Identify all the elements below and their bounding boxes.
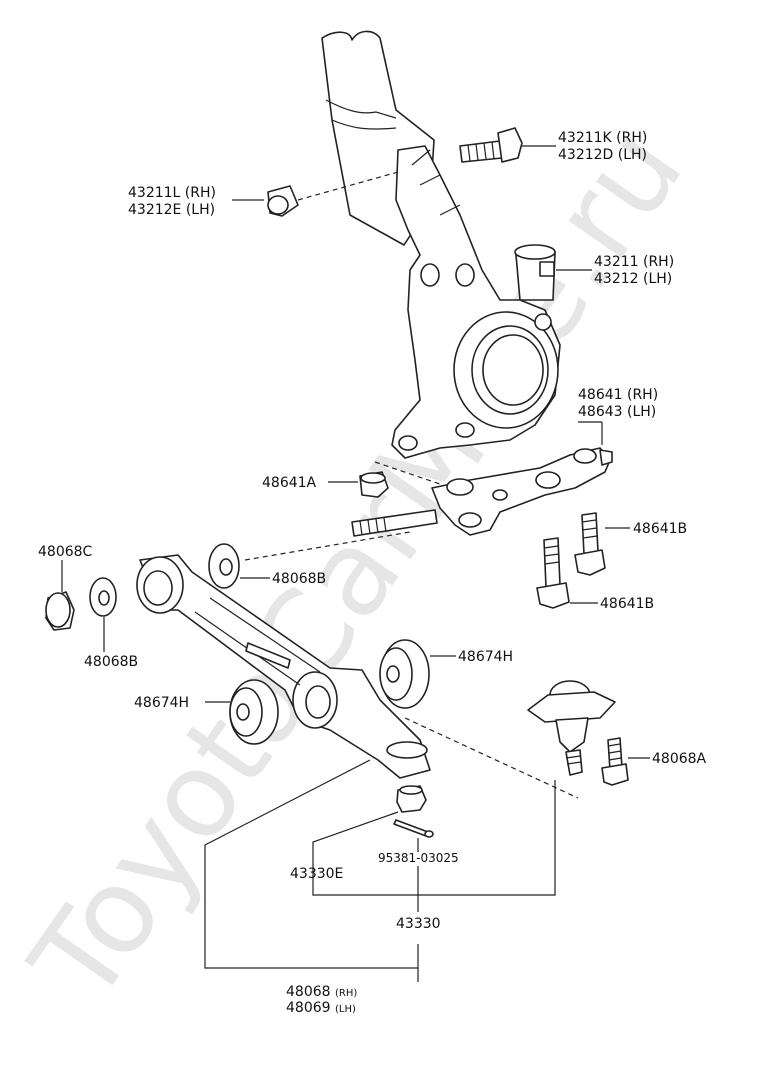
label-48641B-2: 48641B <box>600 596 654 612</box>
cotter-pin <box>393 819 434 838</box>
label-48641: 48641 (RH) <box>578 387 658 403</box>
castle-nut <box>396 785 427 813</box>
steering-knuckle <box>391 145 561 459</box>
ball-joint-bracket <box>431 447 613 536</box>
label-48069-lh: (LH) <box>335 1004 356 1015</box>
washer-48068B-lower <box>89 577 117 617</box>
lower-control-arm <box>136 554 431 779</box>
label-48641A: 48641A <box>262 475 317 491</box>
label-43211L: 43211L (RH) <box>128 185 216 201</box>
label-48068-rh: (RH) <box>335 988 357 999</box>
label-48068: 48068 <box>286 984 331 1000</box>
leader-48068-assembly <box>204 759 419 969</box>
label-48641B-1: 48641B <box>633 521 687 537</box>
bolt-48641B-upper <box>574 512 606 576</box>
label-43211K: 43211K (RH) <box>558 130 647 146</box>
knuckle-nut <box>267 185 299 217</box>
bushing-48674H-right <box>379 639 430 709</box>
label-95381: 95381-03025 <box>378 851 459 865</box>
bracket-nut <box>359 471 389 498</box>
bushing-48674H-left <box>229 679 279 745</box>
dash-arm-balljoint <box>404 717 579 799</box>
bolt-48641B-lower <box>536 537 570 609</box>
label-43330: 43330 <box>396 916 441 932</box>
label-43211: 43211 (RH) <box>594 254 674 270</box>
bush-48068C <box>45 591 75 631</box>
dash-stud-arm <box>244 531 411 561</box>
label-48674H-1: 48674H <box>458 649 513 665</box>
ball-joint <box>527 680 616 776</box>
label-48674H-2: 48674H <box>134 695 189 711</box>
bolt-48068A <box>601 737 629 786</box>
label-43212: 43212 (LH) <box>594 271 672 287</box>
long-stud <box>351 509 438 537</box>
label-48069: 48069 <box>286 1000 331 1016</box>
label-43212D: 43212D (LH) <box>558 147 647 163</box>
washer-48068B-upper <box>208 543 240 589</box>
knuckle-bolt <box>459 127 523 163</box>
label-48068C: 48068C <box>38 544 93 560</box>
label-48068B-2: 48068B <box>84 654 138 670</box>
label-48068A: 48068A <box>652 751 707 767</box>
label-43212E: 43212E (LH) <box>128 202 215 218</box>
label-48643: 48643 (LH) <box>578 404 656 420</box>
dash-nut-bracket <box>374 461 441 485</box>
label-48068B-1: 48068B <box>272 571 326 587</box>
label-43330E: 43330E <box>290 866 343 882</box>
leader-43330-assembly <box>312 780 556 896</box>
